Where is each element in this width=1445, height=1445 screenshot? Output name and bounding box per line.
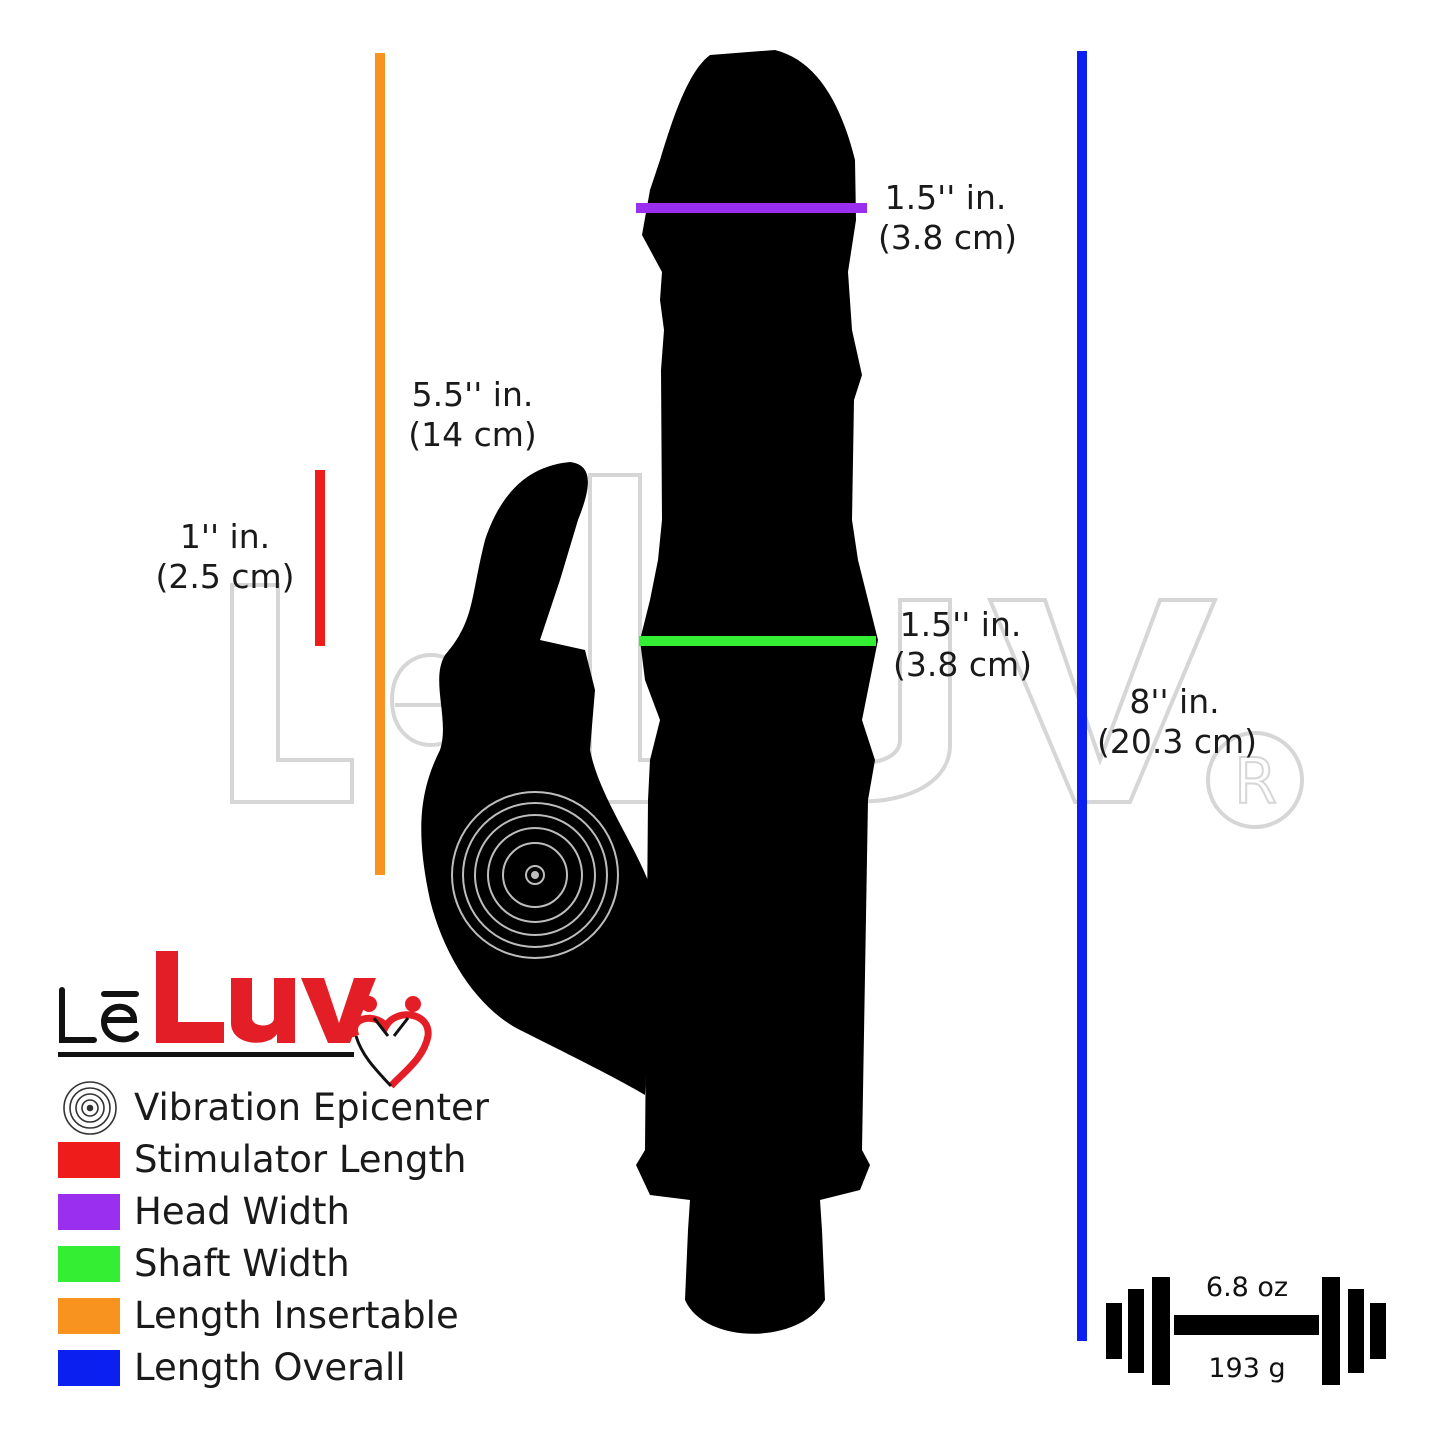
shaft-silhouette <box>636 50 878 1334</box>
legend-label: Length Overall <box>134 1346 406 1389</box>
shaft-width-line <box>639 636 876 646</box>
length-insertable-label: 5.5'' in. (14 cm) <box>408 375 537 454</box>
leluv-logo <box>58 951 432 1089</box>
svg-text:R: R <box>1234 745 1277 818</box>
stimulator-length-line <box>315 470 325 646</box>
dumbbell-icon <box>1106 1277 1386 1385</box>
legend-item-head-width: Head Width <box>58 1192 518 1232</box>
shaft-width-label: 1.5'' in. (3.8 cm) <box>893 605 1033 684</box>
legend-label: Length Insertable <box>134 1294 459 1337</box>
legend-label: Head Width <box>134 1190 351 1233</box>
vibration-epicenter-icon <box>451 791 619 959</box>
head-width-label: 1.5'' in. (3.8 cm) <box>878 178 1018 257</box>
legend-item-stimulator-length: Stimulator Length <box>58 1140 518 1180</box>
red-swatch <box>58 1142 120 1178</box>
legend-item-vibration-epicenter: Vibration Epicenter <box>58 1081 518 1135</box>
weight-imperial: 6.8 oz <box>1205 1272 1289 1303</box>
purple-swatch <box>58 1194 120 1230</box>
length-overall-line <box>1077 51 1087 1341</box>
length-insertable-line <box>375 53 385 875</box>
stimulator-arm-silhouette <box>421 462 655 1095</box>
orange-swatch <box>58 1298 120 1334</box>
legend-item-length-insertable: Length Insertable <box>58 1296 518 1336</box>
green-swatch <box>58 1246 120 1282</box>
legend-item-shaft-width: Shaft Width <box>58 1244 518 1284</box>
stimulator-length-label: 1'' in. (2.5 cm) <box>155 517 295 596</box>
weight-metric: 193 g <box>1208 1353 1286 1384</box>
legend-label: Stimulator Length <box>134 1138 467 1181</box>
legend-item-length-overall: Length Overall <box>58 1348 518 1388</box>
head-width-line <box>636 203 867 213</box>
legend-label: Vibration Epicenter <box>134 1086 489 1129</box>
length-overall-label: 8'' in. (20.3 cm) <box>1097 682 1258 761</box>
legend-label: Shaft Width <box>134 1242 350 1285</box>
blue-swatch <box>58 1350 120 1386</box>
concentric-circles-icon <box>63 1081 117 1135</box>
heart-people-icon <box>351 996 432 1089</box>
